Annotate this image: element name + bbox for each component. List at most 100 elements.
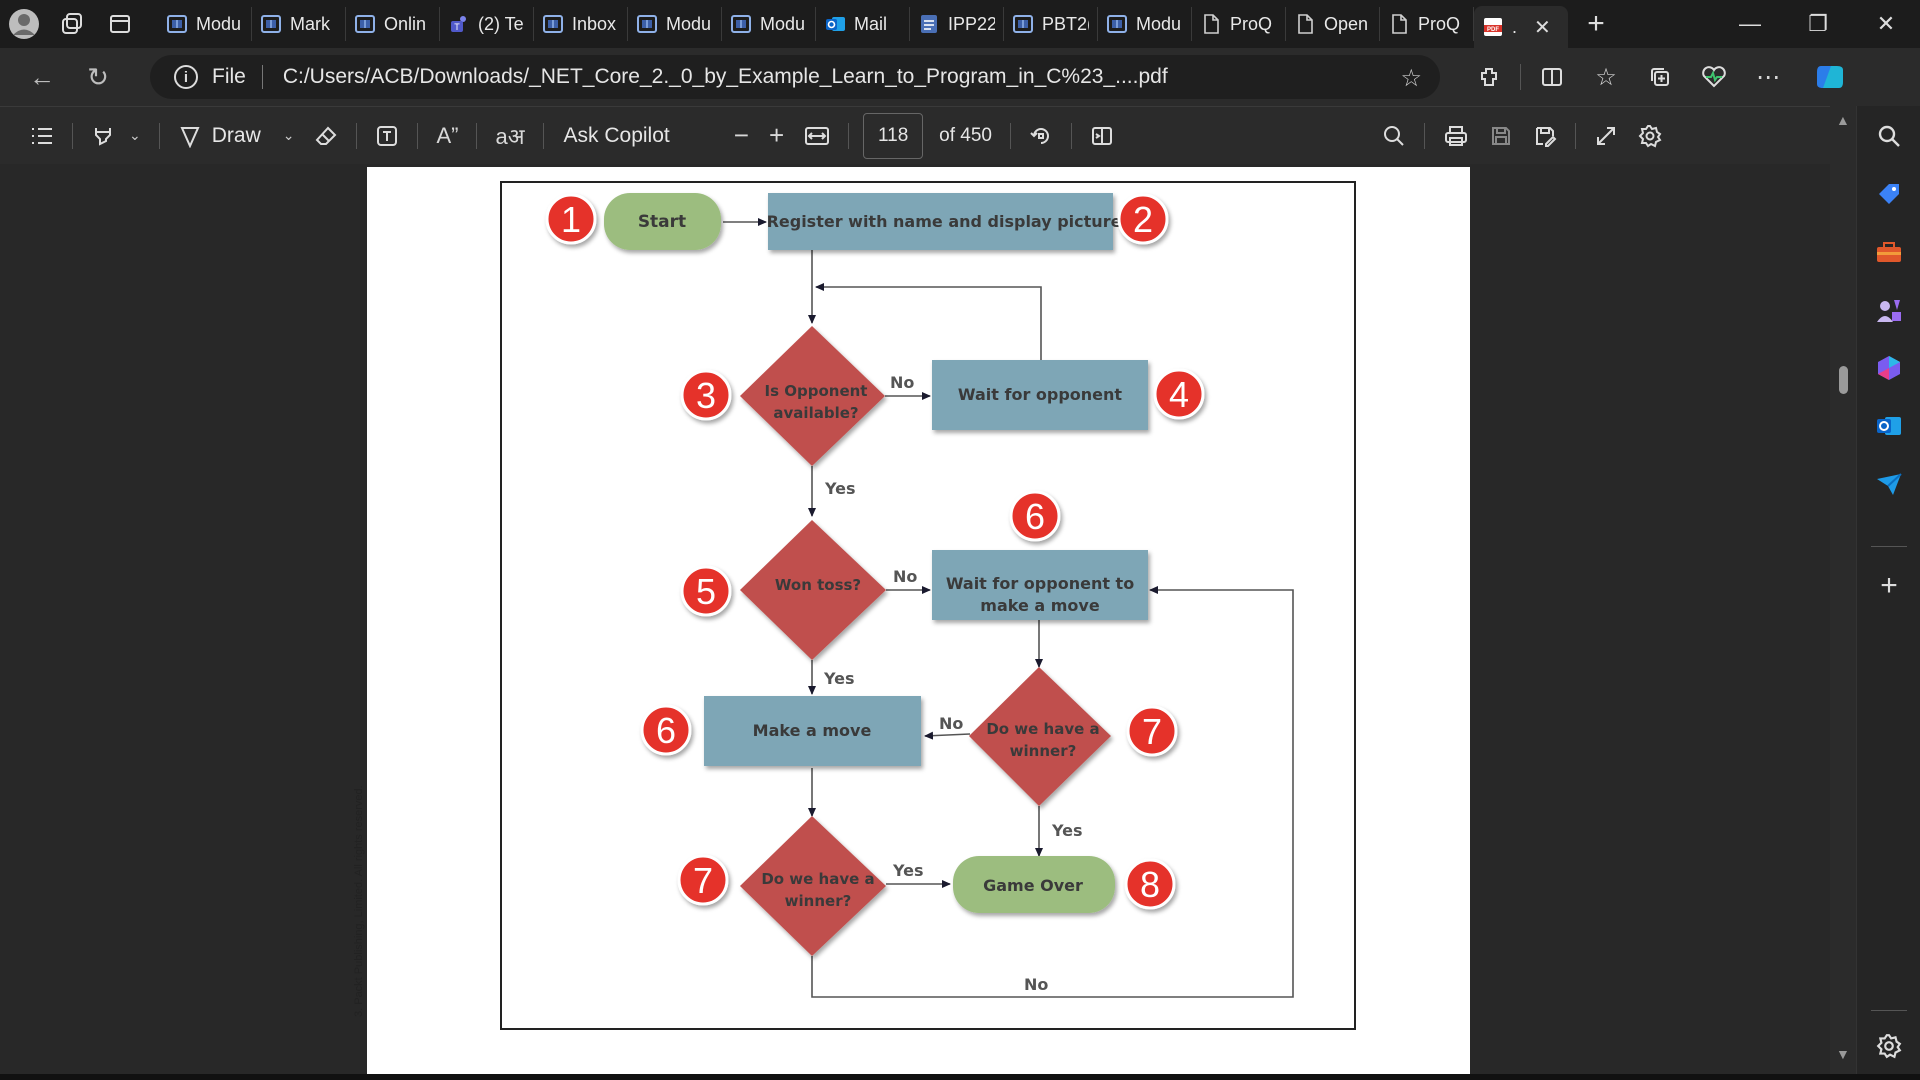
chevron-down-icon[interactable]: ⌄ [282,127,295,143]
page-number-input[interactable]: 118 [863,112,924,159]
tools-briefcase-icon[interactable] [1871,234,1907,270]
page-view-icon[interactable] [1080,107,1124,165]
send-icon[interactable] [1871,466,1907,502]
bottom-edge [0,1074,1920,1080]
ask-copilot-button[interactable]: Ask Copilot [552,107,680,165]
fit-to-width-icon[interactable] [794,107,840,165]
favorites-icon[interactable]: ☆ [1595,63,1617,91]
workspace-icon [730,13,752,35]
add-text-icon[interactable] [365,107,409,165]
window-controls: — ❐ ✕ [1716,0,1920,48]
tab[interactable]: PBT2( [1004,7,1098,41]
divider [1070,122,1072,149]
site-info-icon[interactable]: i [174,65,198,89]
tab-actions-icon[interactable] [96,0,144,48]
tab-label: Onlin [384,13,427,34]
games-icon[interactable] [1871,292,1907,328]
tab[interactable]: Inbox [534,7,628,41]
close-tab-icon[interactable]: ✕ [1534,16,1551,39]
tab[interactable]: IPP22 [910,7,1004,41]
outlook-icon[interactable] [1871,408,1907,444]
collections-icon[interactable] [1633,48,1687,106]
workspaces-icon[interactable] [48,0,96,48]
more-options-icon[interactable]: ⋯ [1756,63,1780,91]
tab[interactable]: Mail [816,7,910,41]
tab[interactable]: Onlin [346,7,440,41]
edge-sidebar: + [1856,106,1920,1074]
copilot-app-icon[interactable] [1871,350,1907,386]
extensions-icon[interactable] [1462,48,1516,106]
edge-label-no-1: No [890,373,914,392]
tab[interactable]: Modu [628,7,722,41]
opponent-label-1: Is Opponent [765,382,868,400]
draw-button[interactable]: Draw ⌄ [168,107,305,165]
badge-6b [640,704,692,756]
restore-button[interactable]: ❐ [1808,11,1828,36]
search-icon[interactable] [1372,107,1416,165]
profile-avatar[interactable] [0,0,48,48]
tab[interactable]: Modu [722,7,816,41]
scroll-up-icon[interactable]: ▲ [1836,112,1850,128]
draw-icon [180,126,200,148]
tab-label: PBT2( [1042,13,1089,34]
tab-active[interactable]: PDF.✕ [1474,6,1568,48]
save-icon[interactable] [1479,107,1523,165]
workspace-icon [166,13,188,35]
back-button[interactable]: ← [29,61,55,92]
divider [1520,64,1521,90]
zoom-out-button[interactable]: − [733,120,749,150]
print-icon[interactable] [1433,107,1479,165]
minimize-button[interactable]: — [1739,11,1761,36]
sidebar-settings-icon[interactable] [1871,1028,1907,1064]
tab[interactable]: ProQ [1380,7,1474,41]
page-icon [1200,13,1222,35]
sidebar-search-icon[interactable] [1871,118,1907,154]
add-sidebar-app-icon[interactable]: + [1880,569,1898,602]
favorite-star-icon[interactable]: ☆ [1400,65,1422,92]
vertical-scrollbar[interactable]: ▲ ▼ [1830,106,1856,1074]
close-window-button[interactable]: ✕ [1876,11,1896,36]
split-screen-icon[interactable] [1525,48,1579,106]
scroll-down-icon[interactable]: ▼ [1836,1046,1850,1062]
tab[interactable]: Modu [1098,7,1192,41]
table-of-contents-icon[interactable] [20,107,64,165]
url-text[interactable]: C:/Users/ACB/Downloads/_NET_Core_2._0_by… [282,65,1168,88]
tab[interactable]: ProQ [1192,7,1286,41]
chevron-down-icon[interactable]: ⌄ [129,127,141,143]
eraser-icon[interactable] [304,107,348,165]
tab[interactable]: Mark [252,7,346,41]
badge-6b-text: 6 [656,710,676,751]
translate-icon[interactable]: aअ [495,123,525,149]
scrollbar-thumb[interactable] [1839,366,1848,394]
fullscreen-icon[interactable] [1584,107,1628,165]
address-bar[interactable]: i File C:/Users/ACB/Downloads/_NET_Core_… [150,55,1440,99]
save-as-icon[interactable] [1523,107,1567,165]
rotate-icon[interactable] [1019,107,1063,165]
teams-icon: T [448,13,470,35]
make-move-node [704,696,921,766]
tab[interactable]: T(2) Te [440,7,534,41]
highlight-icon[interactable]: ⌄ [81,107,151,165]
copilot-icon[interactable] [1803,48,1857,106]
divider [72,122,73,149]
pdf-viewer[interactable]: 3. Packt Publishing, Limited. All rights… [0,164,1856,1077]
new-tab-button[interactable]: + [1587,7,1605,40]
divider [417,122,419,149]
tab-label: Mark [290,13,330,34]
edge-wait-loop [815,283,1042,360]
settings-icon[interactable] [1628,107,1672,165]
refresh-button[interactable]: ↻ [87,61,109,92]
opponent-decision [740,326,885,466]
browser-essentials-icon[interactable] [1687,48,1741,106]
zoom-in-button[interactable]: + [768,120,785,150]
tab[interactable]: Modu [158,7,252,41]
badge-7a [1126,705,1178,757]
read-aloud-icon[interactable]: A” [436,122,459,148]
tab[interactable]: Open [1286,7,1380,41]
shopping-tag-icon[interactable] [1871,176,1907,212]
draw-label: Draw [211,123,261,147]
pdf-icon: PDF [1482,16,1504,38]
tab-label: Modu [196,13,242,34]
browser-toolbar-right: ☆ ⋯ [1462,48,1857,106]
